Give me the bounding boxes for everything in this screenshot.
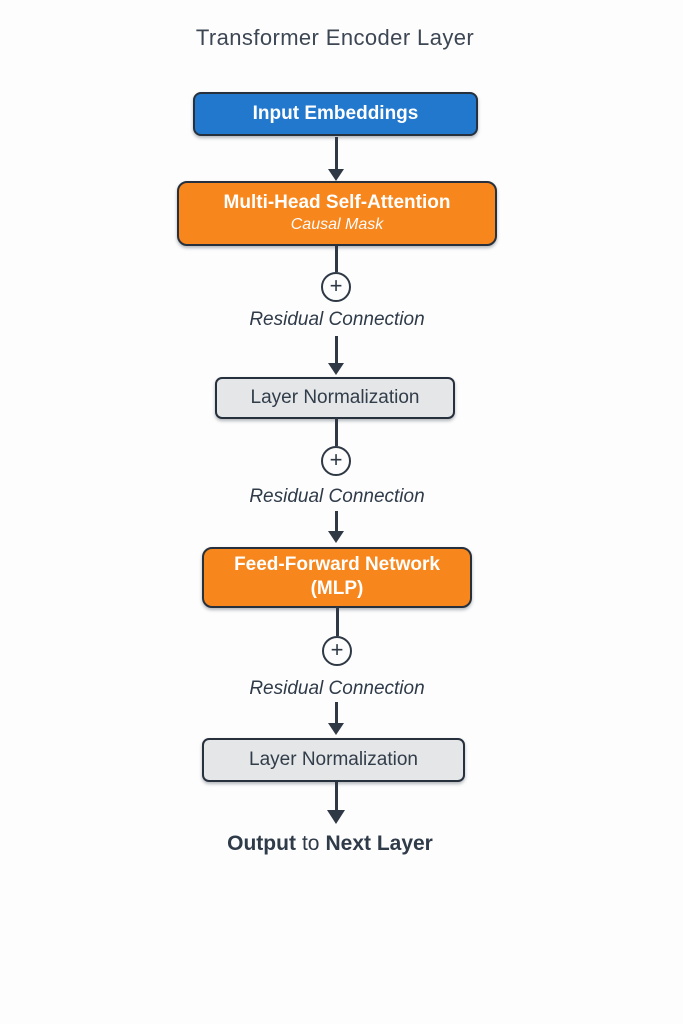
residual-add-icon: + xyxy=(321,446,351,476)
arrow-residual1-to-norm1 xyxy=(328,336,344,375)
arrow-input-to-attention xyxy=(328,137,344,181)
residual-connection-label: Residual Connection xyxy=(249,309,425,330)
arrow-head-icon xyxy=(327,810,345,824)
arrow-shaft xyxy=(334,336,338,363)
diagram-title: Transformer Encoder Layer xyxy=(195,25,475,50)
line-norm1-to-add2 xyxy=(335,418,338,446)
arrow-head-icon xyxy=(328,363,344,375)
node-attention-sublabel: Causal Mask xyxy=(290,215,384,233)
arrow-head-icon xyxy=(328,169,344,181)
node-norm2-label: Layer Normalization xyxy=(249,749,418,771)
arrow-shaft xyxy=(334,137,338,169)
node-input-embeddings: Input Embeddings xyxy=(193,92,478,136)
residual-add-icon: + xyxy=(321,272,351,302)
arrow-shaft xyxy=(334,782,338,810)
arrow-norm2-to-output xyxy=(327,782,345,824)
node-layer-normalization-2: Layer Normalization xyxy=(202,738,465,782)
residual-connection-label: Residual Connection xyxy=(249,486,425,507)
arrow-residual3-to-norm2 xyxy=(328,702,344,735)
output-caption: Output to Next Layer xyxy=(0,832,660,856)
arrow-shaft xyxy=(334,702,338,723)
node-ffn-label: Feed-Forward Network xyxy=(234,554,440,576)
node-ffn-sublabel: (MLP) xyxy=(310,578,364,600)
output-suffix: Next Layer xyxy=(325,832,433,855)
line-attention-to-add1 xyxy=(335,246,338,272)
output-prefix: Output xyxy=(227,832,296,855)
residual-add-icon: + xyxy=(322,636,352,666)
node-input-embeddings-label: Input Embeddings xyxy=(252,103,419,125)
node-feed-forward-network: Feed-Forward Network (MLP) xyxy=(202,547,472,608)
line-ffn-to-add3 xyxy=(336,607,339,636)
arrow-residual2-to-ffn xyxy=(328,511,344,543)
arrow-head-icon xyxy=(328,723,344,735)
output-connector-word: to xyxy=(301,832,320,855)
node-layer-normalization-1: Layer Normalization xyxy=(215,377,455,419)
node-norm1-label: Layer Normalization xyxy=(250,387,420,409)
residual-connection-label: Residual Connection xyxy=(249,678,425,699)
arrow-shaft xyxy=(334,511,338,531)
arrow-head-icon xyxy=(328,531,344,543)
node-multi-head-self-attention: Multi-Head Self-Attention Causal Mask xyxy=(177,181,497,246)
node-attention-label: Multi-Head Self-Attention xyxy=(223,192,451,214)
